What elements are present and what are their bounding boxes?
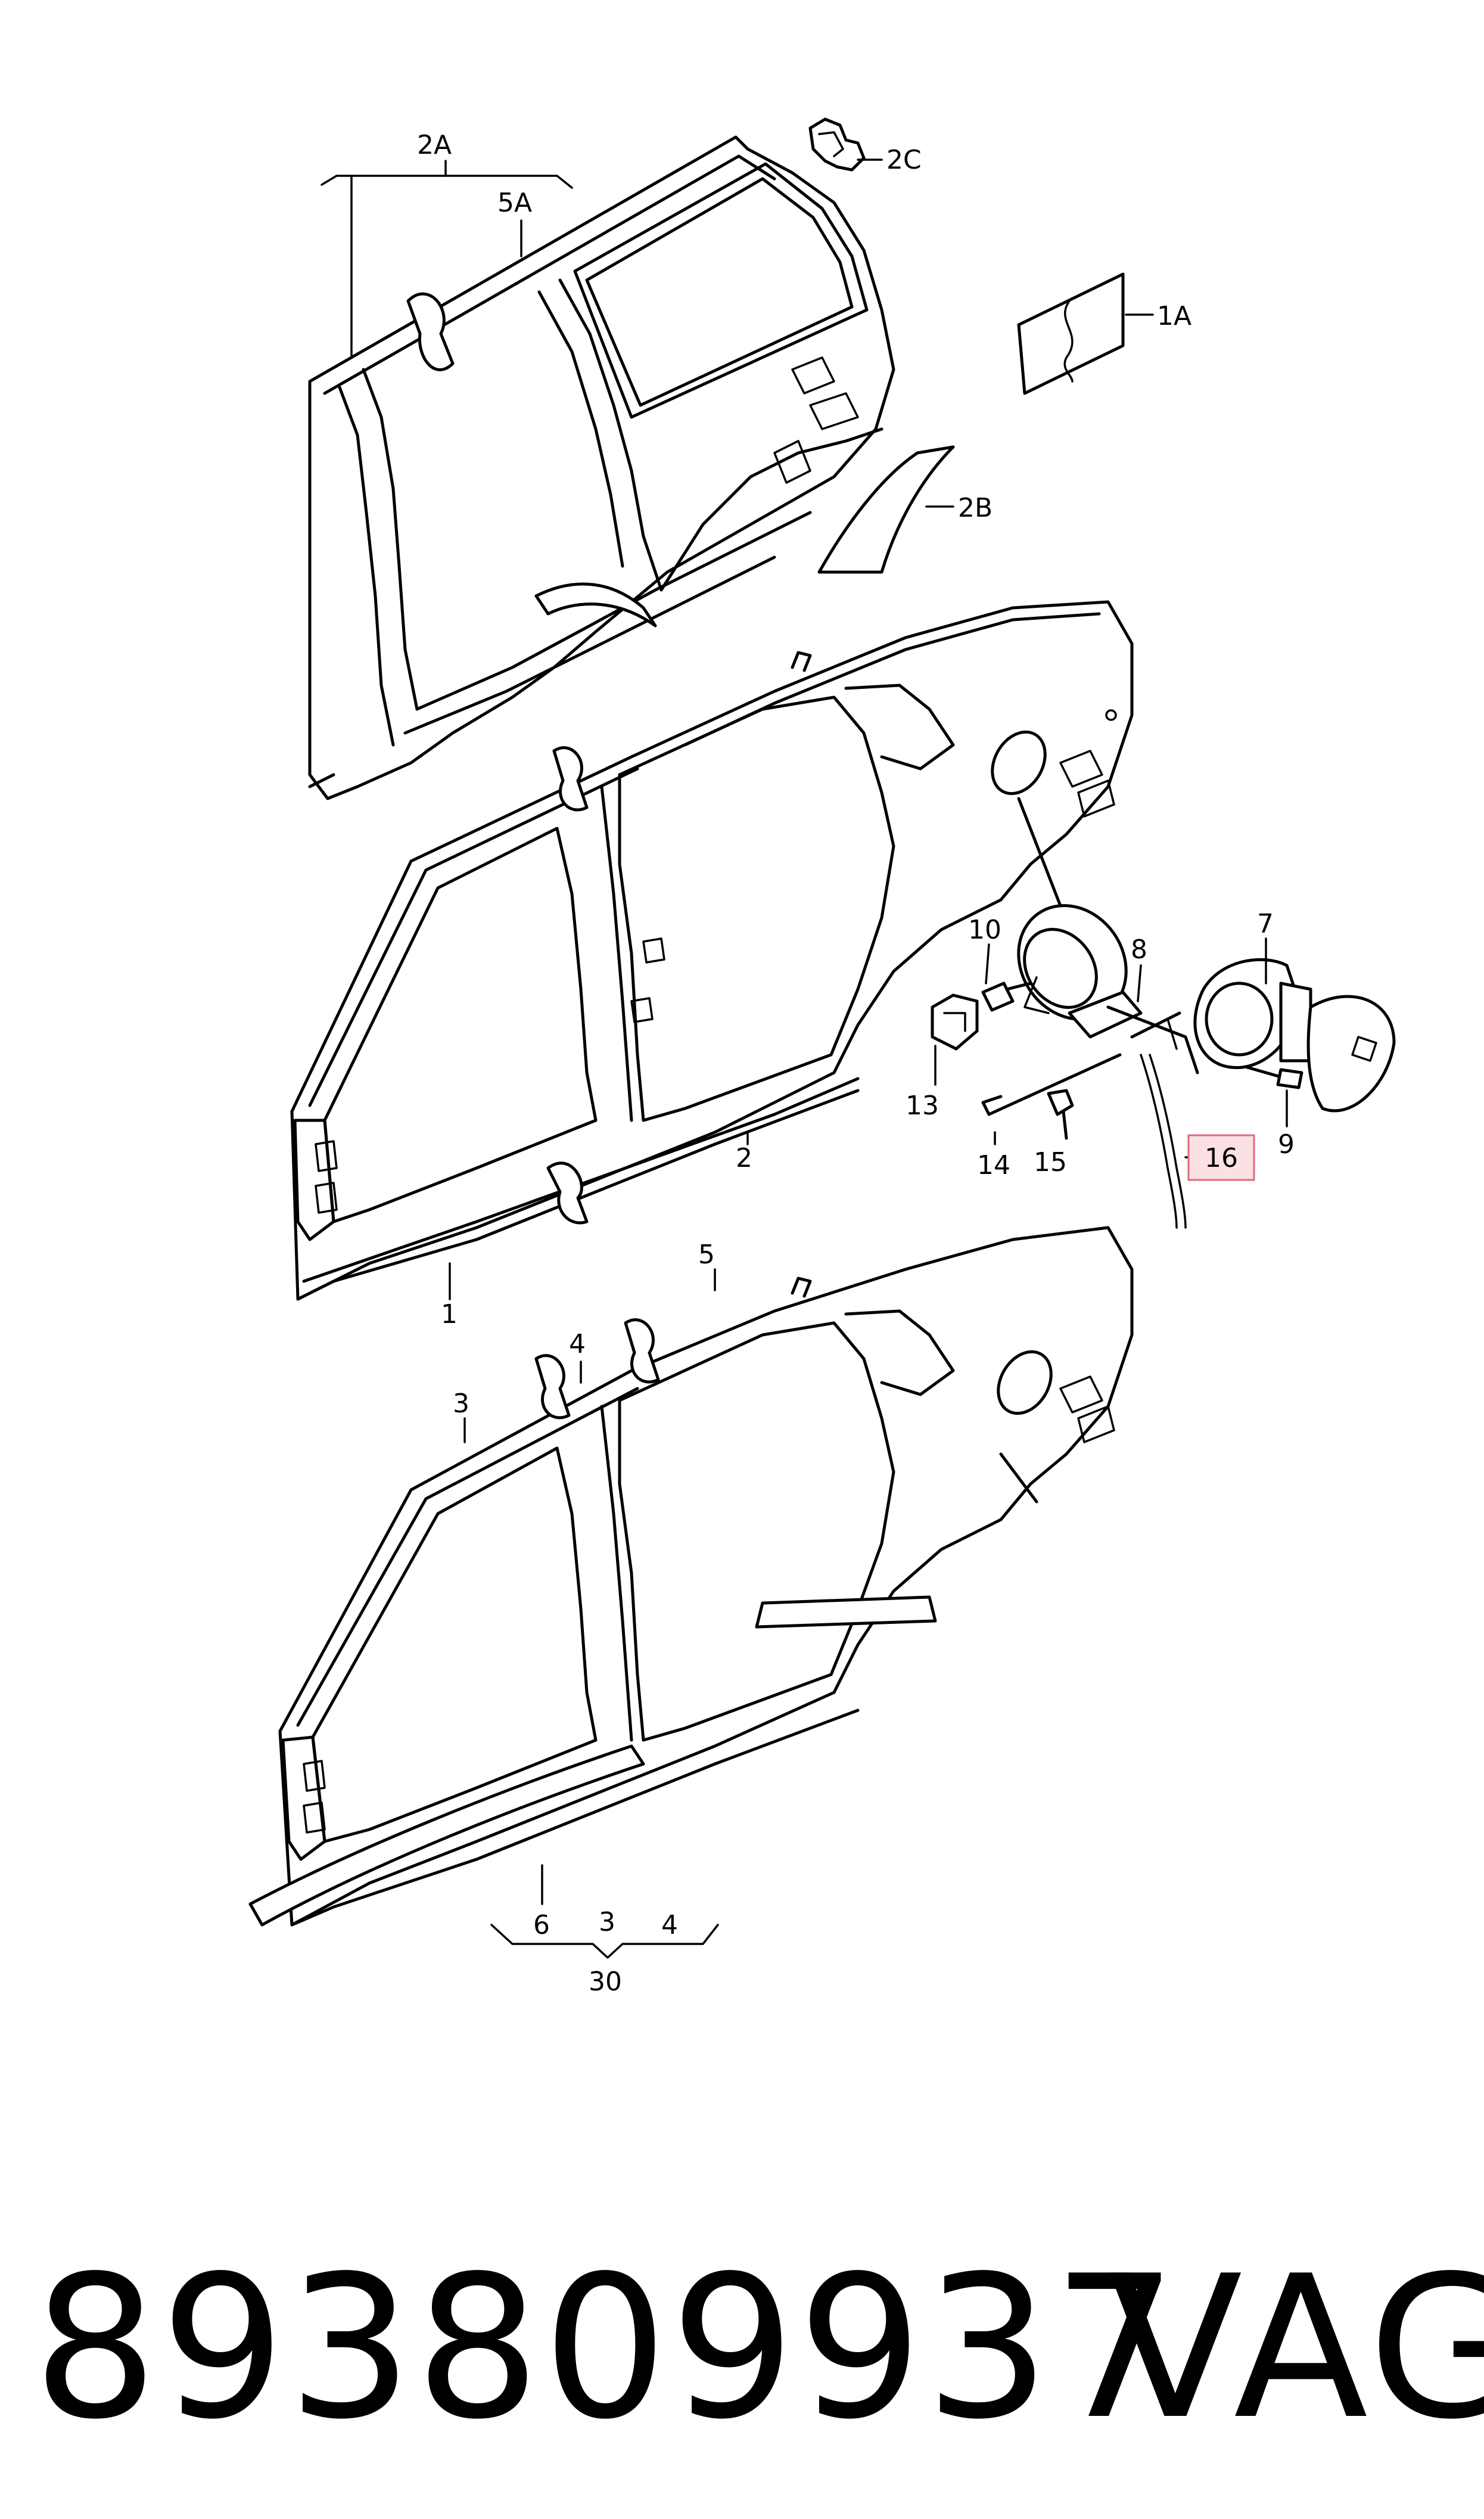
repair-sheet-1a-illustration (1017, 272, 1125, 395)
footer: 893809937 VAG (0, 2241, 1484, 2491)
part-number: 893809937 (33, 2234, 1180, 2462)
callout-15: 15 (1034, 1147, 1067, 1178)
callout-8: 8 (1131, 934, 1147, 965)
clip-2c-illustration (808, 117, 866, 172)
callout-4: 4 (569, 1329, 586, 1359)
callout-9: 9 (1278, 1129, 1295, 1160)
callout-1: 1 (441, 1299, 458, 1330)
callout-5: 5 (698, 1240, 715, 1270)
callout-3: 3 (453, 1389, 469, 1419)
callout-1a: 1A (1157, 301, 1191, 331)
callout-5a: 5A (497, 188, 532, 218)
highlight-callout-16 (1187, 1134, 1255, 1181)
callout-16: 16 (1205, 1143, 1238, 1173)
callout-2b: 2B (958, 493, 993, 523)
callout-2a: 2A (417, 130, 452, 160)
callout-2c: 2C (886, 145, 922, 175)
callout-2: 2 (736, 1143, 752, 1173)
brand-label: VAG (1108, 2234, 1484, 2462)
callout-13: 13 (906, 1091, 939, 1121)
callout-3-bottom: 3 (599, 1907, 615, 1937)
small-parts-illustration (931, 981, 1187, 1229)
callout-4-bottom: 4 (661, 1910, 678, 1940)
callout-30: 30 (589, 1967, 622, 1997)
callout-6-bottom: 6 (533, 1910, 550, 1940)
fuel-flap-assembly-illustration (1017, 904, 1396, 1113)
rear-quarter-section-illustration (308, 135, 895, 800)
lower-side-frame-illustration (248, 1226, 1134, 1927)
panel-strip-2b-illustration (817, 445, 955, 574)
side-frame-illustration (290, 600, 1134, 1301)
callout-7: 7 (1257, 909, 1274, 939)
parts-diagram: 2A 5A 2C 1A 2B 10 8 7 13 14 15 16 9 2 1 … (248, 117, 1396, 1997)
leader-lines (321, 159, 1288, 1959)
callout-10: 10 (968, 915, 1001, 945)
callout-14: 14 (977, 1150, 1010, 1181)
callout-labels: 2A 5A 2C 1A 2B 10 8 7 13 14 15 16 9 2 1 … (417, 130, 1295, 1997)
